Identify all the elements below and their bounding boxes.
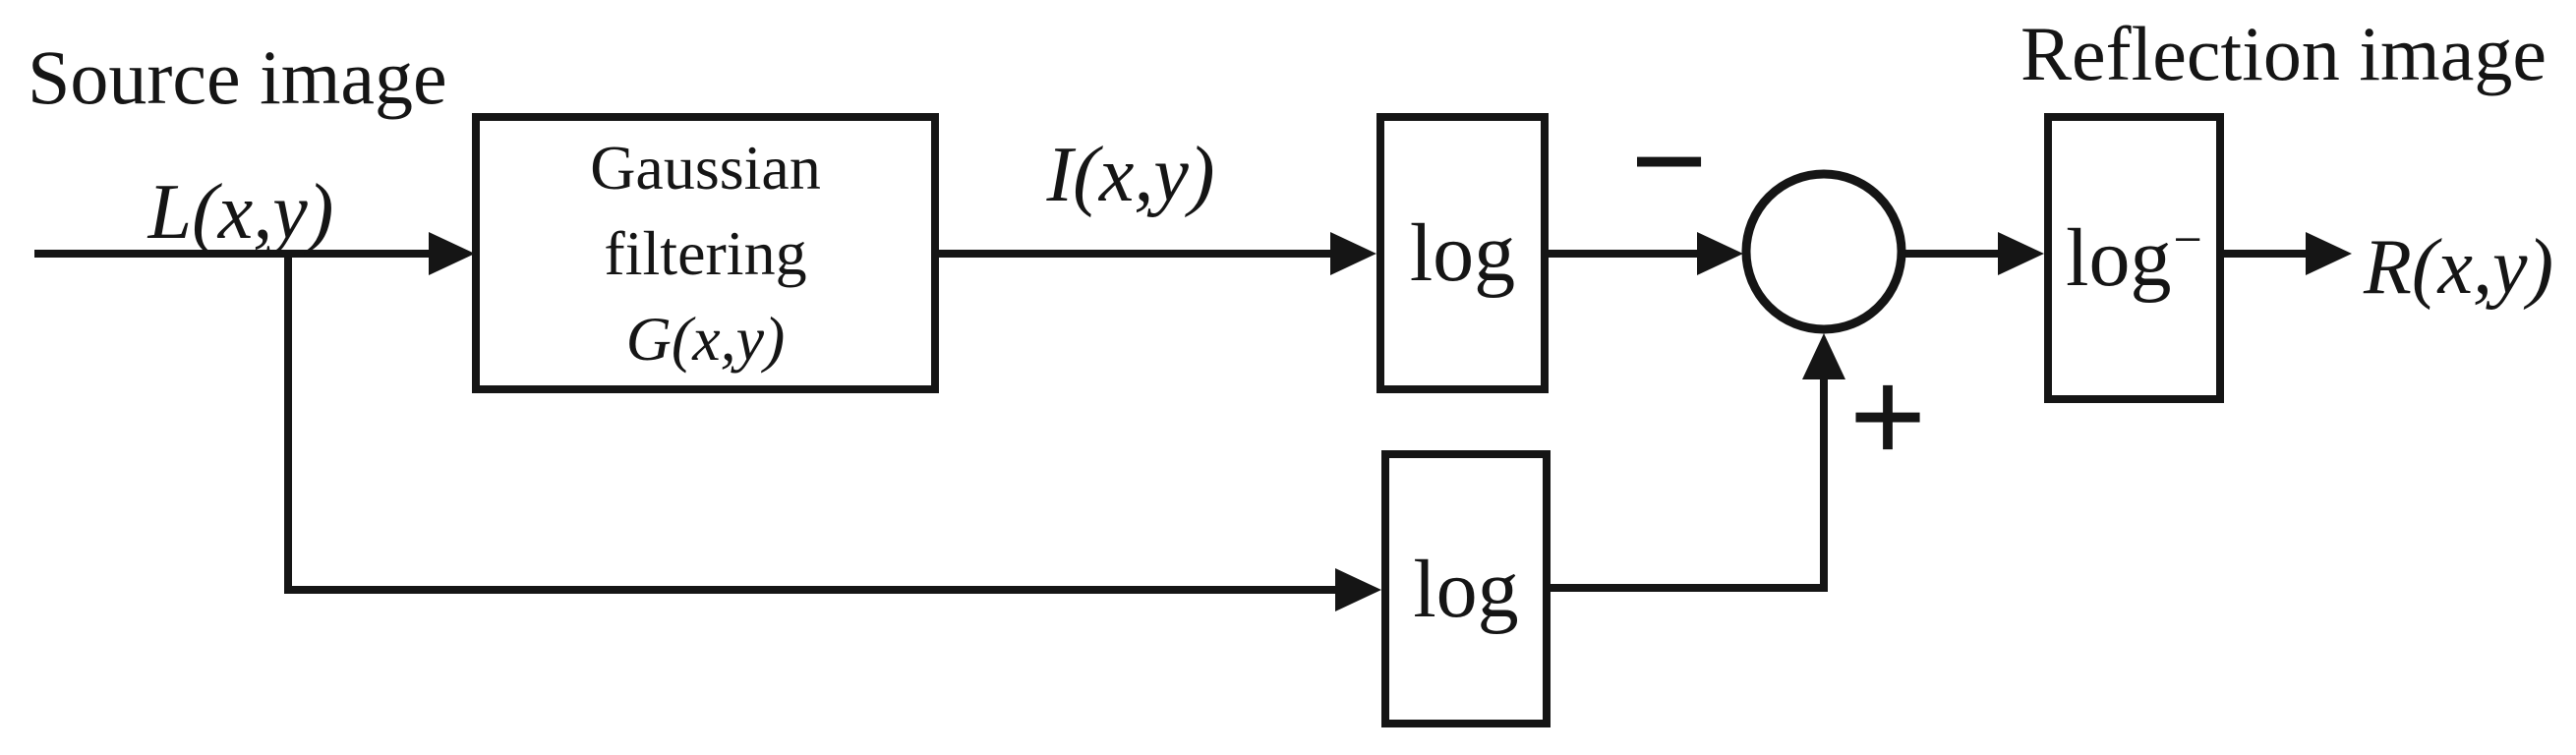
log-top-label: log — [1409, 207, 1516, 299]
inverse-log-superscript: − — [2173, 212, 2202, 269]
plus-operator-label: + — [1848, 341, 1927, 494]
gaussian-block-line3: G(x,y) — [625, 304, 786, 375]
reflection-image-label: Reflection image — [2020, 11, 2547, 96]
gaussian-block-line2: filtering — [604, 217, 807, 288]
arrowhead-into-log-top — [1330, 232, 1376, 275]
minus-operator-label: − — [1629, 86, 1709, 238]
inverse-log-label: log — [2066, 212, 2172, 304]
summing-junction-circle — [1741, 169, 1906, 334]
branch-wire — [284, 254, 1337, 594]
output-signal-label: R(x,y) — [2364, 224, 2554, 311]
arrowhead-output — [2306, 232, 2352, 275]
illumination-signal-label: I(x,y) — [1046, 132, 1215, 218]
log-block-top: log — [1376, 113, 1549, 393]
arrowhead-into-gaussian — [429, 232, 475, 275]
arrowhead-into-invlog — [1998, 232, 2044, 275]
inverse-log-block: log− — [2044, 113, 2224, 403]
arrowhead-into-sum-bottom — [1802, 333, 1845, 379]
log-bottom-label: log — [1413, 543, 1519, 635]
gaussian-block-line1: Gaussian — [590, 132, 821, 203]
input-signal-label: L(x,y) — [147, 169, 334, 256]
feedback-wire — [1551, 379, 1828, 592]
gaussian-filtering-block: Gaussian filtering G(x,y) — [472, 113, 939, 393]
log-block-bottom: log — [1381, 450, 1551, 727]
inverse-log-label-wrap: log− — [2066, 210, 2202, 306]
arrowhead-into-sum-left — [1697, 232, 1743, 275]
source-image-label: Source image — [28, 34, 447, 120]
arrowhead-into-log-bottom — [1335, 568, 1381, 611]
